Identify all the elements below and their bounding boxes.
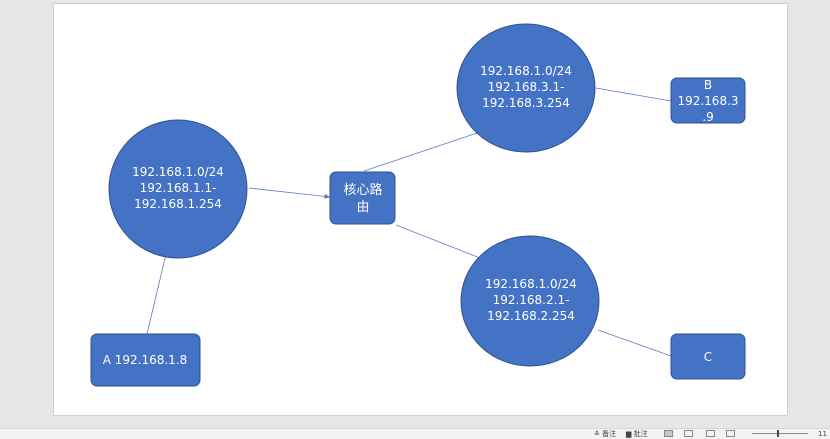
subnet-a-line-1: 192.168.1.0/24: [132, 165, 224, 179]
subnet-a-line-2: 192.168.1.1-: [140, 181, 217, 195]
notes-button[interactable]: ≛ 备注: [594, 430, 617, 438]
core-router-line-1: 核心路: [343, 182, 382, 198]
edge-router-to-circle-b: [363, 132, 478, 172]
network-diagram: 192.168.1.0/24 192.168.1.1- 192.168.1.25…: [90, 23, 746, 387]
subnet-c-line-2: 192.168.2.1-: [493, 293, 570, 307]
subnet-c-line-1: 192.168.1.0/24: [485, 277, 577, 291]
host-c-node[interactable]: C: [670, 333, 746, 380]
host-b-line-2: 192.168.3: [677, 94, 738, 108]
slide-sorter-view-icon[interactable]: [684, 430, 693, 437]
subnet-c-line-3: 192.168.2.254: [487, 309, 575, 323]
edge-circle-a-to-host-a: [146, 253, 167, 335]
subnet-b-line-2: 192.168.3.1-: [488, 80, 565, 94]
host-b-line-1: B: [704, 78, 712, 92]
edge-circle-c-to-host-c: [597, 329, 672, 357]
edge-circle-b-to-host-b: [595, 87, 672, 102]
subnet-a-line-3: 192.168.1.254: [134, 197, 222, 211]
host-b-line-3: .9: [702, 110, 713, 124]
edge-circle-a-to-router: [248, 187, 331, 199]
host-c-label: C: [704, 350, 712, 364]
zoom-slider-thumb[interactable]: [777, 430, 779, 437]
core-router-line-2: 由: [356, 200, 369, 215]
slide-canvas[interactable]: 192.168.1.0/24 192.168.1.1- 192.168.1.25…: [54, 4, 787, 415]
subnet-b-line-1: 192.168.1.0/24: [480, 64, 572, 78]
reading-view-icon[interactable]: [706, 430, 715, 437]
normal-view-icon[interactable]: [664, 430, 673, 437]
slideshow-view-icon[interactable]: [726, 430, 735, 437]
workspace: 192.168.1.0/24 192.168.1.1- 192.168.1.25…: [54, 4, 787, 415]
host-a-node[interactable]: A 192.168.1.8: [90, 333, 201, 387]
core-router-node[interactable]: 核心路 由: [329, 171, 396, 225]
subnet-a-node[interactable]: 192.168.1.0/24 192.168.1.1- 192.168.1.25…: [108, 119, 248, 259]
subnet-b-line-3: 192.168.3.254: [482, 96, 570, 110]
edge-router-to-circle-c: [395, 224, 481, 259]
host-b-node[interactable]: B 192.168.3 .9: [670, 77, 746, 124]
host-a-label: A 192.168.1.8: [103, 353, 188, 367]
zoom-slider[interactable]: [752, 433, 808, 434]
zoom-level[interactable]: 11: [818, 430, 827, 438]
status-bar: ≛ 备注 ▆ 批注 11: [0, 428, 830, 439]
comments-button[interactable]: ▆ 批注: [626, 430, 648, 438]
subnet-c-node[interactable]: 192.168.1.0/24 192.168.2.1- 192.168.2.25…: [460, 235, 600, 367]
subnet-b-node[interactable]: 192.168.1.0/24 192.168.3.1- 192.168.3.25…: [456, 23, 596, 153]
